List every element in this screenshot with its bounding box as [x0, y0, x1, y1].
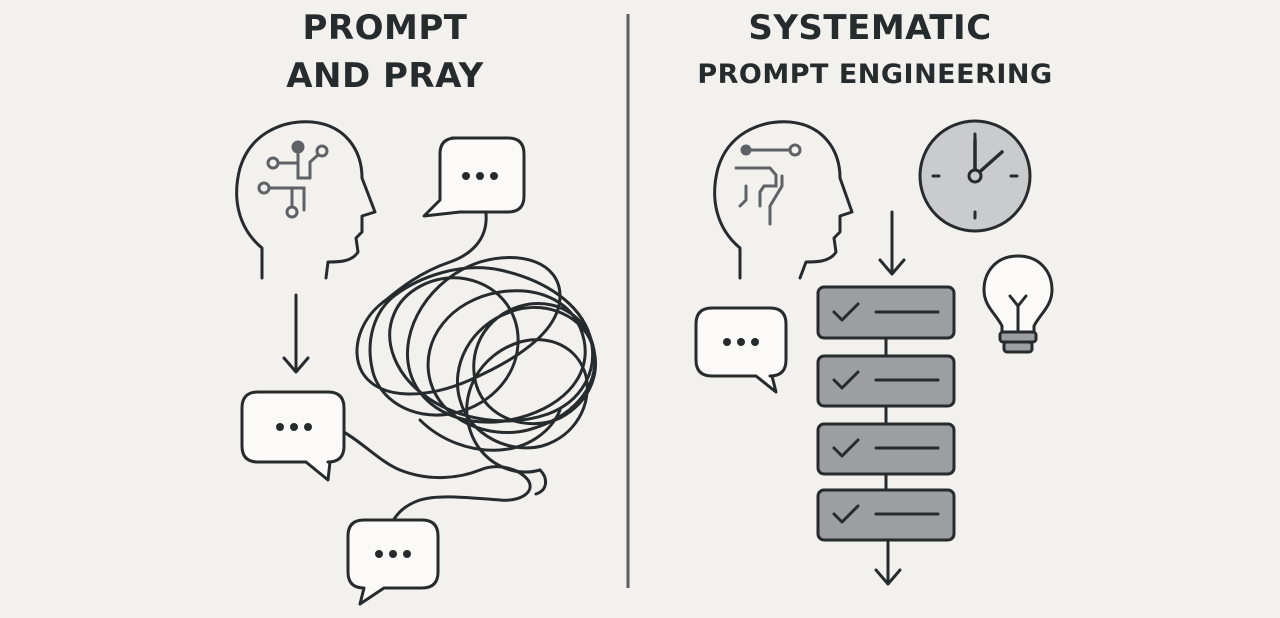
- checklist-flow: [816, 285, 956, 542]
- right-bottom-down-arrow-icon: [874, 538, 902, 586]
- left-head-icon: [235, 120, 377, 280]
- left-middle-speech-bubble-icon: [240, 390, 346, 482]
- right-title-line-2: PROMPT ENGINEERING: [697, 59, 1053, 90]
- right-circuit-icon: [734, 143, 802, 226]
- left-circuit-icon: [257, 140, 329, 219]
- checklist-step-1: [816, 285, 956, 340]
- right-speech-bubble-icon: [694, 306, 788, 394]
- right-top-down-arrow-icon: [878, 210, 906, 276]
- clock-icon: [918, 119, 1032, 233]
- left-title-line-2: AND PRAY: [286, 56, 484, 96]
- checklist-step-3: [816, 422, 956, 476]
- left-top-speech-bubble-icon: [422, 136, 526, 218]
- lightbulb-icon: [982, 254, 1054, 354]
- right-title-line-1: SYSTEMATIC: [748, 8, 992, 48]
- left-down-arrow-icon: [282, 293, 310, 374]
- left-title-line-1: PROMPT: [302, 8, 468, 48]
- left-bottom-speech-bubble-icon: [346, 518, 440, 606]
- tangled-line-icon: [338, 212, 597, 524]
- checklist-step-2: [816, 354, 956, 408]
- right-head-icon: [713, 120, 854, 280]
- checklist-step-4: [816, 488, 956, 542]
